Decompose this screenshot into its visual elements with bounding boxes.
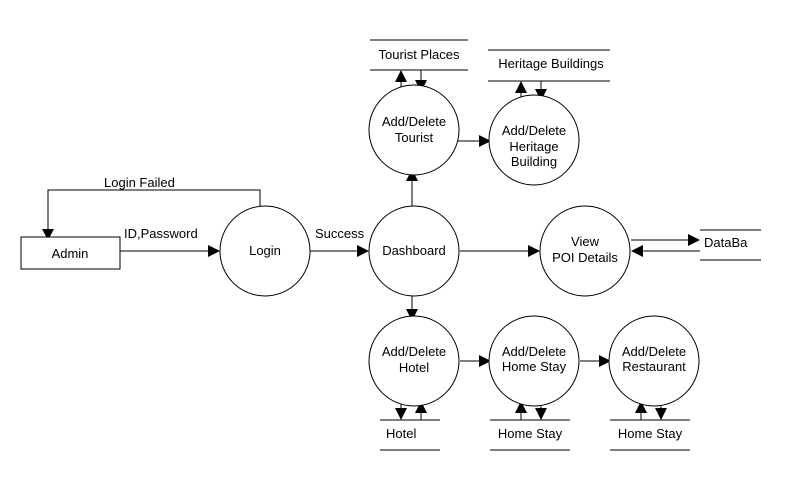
store-hotel: Hotel	[380, 419, 440, 451]
label-success: Success	[315, 226, 365, 241]
flow-dashboard-to-poi	[460, 245, 540, 257]
label-login-failed: Login Failed	[104, 175, 175, 190]
svg-text:POI Details: POI Details	[552, 250, 618, 265]
flow-tourist-to-heritage	[458, 135, 491, 147]
svg-text:Hotel: Hotel	[386, 426, 416, 441]
svg-text:Add/Delete: Add/Delete	[382, 114, 446, 129]
svg-text:Add/Delete: Add/Delete	[502, 123, 566, 138]
store-home-stay-1: Home Stay	[490, 419, 570, 451]
svg-text:Home Stay: Home Stay	[498, 426, 563, 441]
store-database: DataBa	[700, 229, 761, 261]
svg-text:Heritage Buildings: Heritage Buildings	[498, 56, 604, 71]
flow-hotel-to-homestay	[460, 355, 491, 367]
flow-homestay-to-restaurant	[580, 355, 611, 367]
process-add-delete-heritage: Add/Delete Heritage Building	[488, 94, 580, 186]
store-home-stay-2: Home Stay	[610, 419, 690, 451]
svg-text:View: View	[571, 234, 600, 249]
svg-text:Heritage: Heritage	[509, 139, 558, 154]
svg-text:Home Stay: Home Stay	[618, 426, 683, 441]
svg-text:Add/Delete: Add/Delete	[502, 344, 566, 359]
flow-poi-to-database	[631, 234, 700, 246]
svg-text:Building: Building	[511, 154, 557, 169]
svg-text:Login: Login	[249, 243, 281, 258]
svg-text:DataBa: DataBa	[704, 235, 748, 250]
entity-admin: Admin	[20, 236, 121, 270]
flow-database-to-poi	[631, 245, 700, 257]
process-add-delete-home-stay: Add/Delete Home Stay	[488, 315, 580, 407]
svg-text:Restaurant: Restaurant	[622, 359, 686, 374]
flow-id-password	[120, 245, 220, 257]
label-id-password: ID,Password	[124, 226, 198, 241]
process-view-poi-details: View POI Details	[539, 205, 631, 297]
process-add-delete-hotel: Add/Delete Hotel	[368, 315, 460, 407]
flow-success	[310, 245, 369, 257]
process-login: Login	[219, 205, 311, 297]
svg-text:Add/Delete: Add/Delete	[622, 344, 686, 359]
flow-login-failed	[42, 189, 261, 240]
flow-restaurant-store-pair	[635, 401, 667, 420]
svg-text:Add/Delete: Add/Delete	[382, 344, 446, 359]
store-tourist-places: Tourist Places	[370, 39, 468, 71]
svg-text:Hotel: Hotel	[399, 360, 429, 375]
svg-text:Tourist: Tourist	[395, 130, 434, 145]
svg-text:Home Stay: Home Stay	[502, 359, 567, 374]
process-add-delete-tourist: Add/Delete Tourist	[368, 84, 460, 176]
svg-text:Admin: Admin	[52, 246, 89, 261]
process-dashboard: Dashboard	[368, 205, 460, 297]
svg-text:Tourist Places: Tourist Places	[379, 47, 460, 62]
svg-text:Dashboard: Dashboard	[382, 243, 446, 258]
process-add-delete-restaurant: Add/Delete Restaurant	[608, 315, 700, 407]
store-heritage-buildings: Heritage Buildings	[488, 49, 610, 82]
